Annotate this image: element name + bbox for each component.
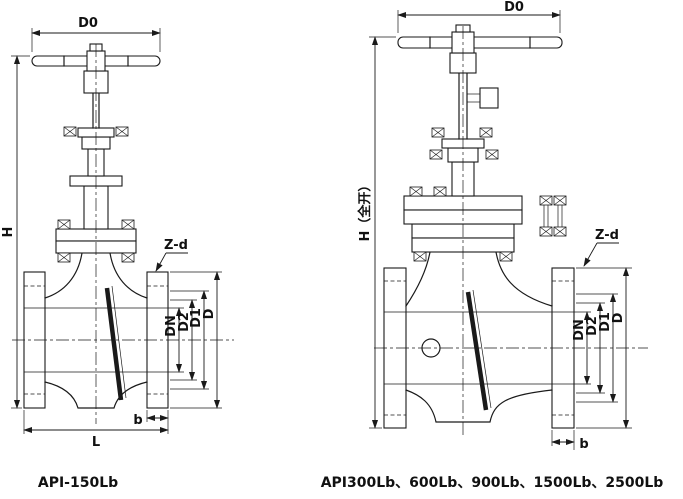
left-valve-dimensions: D0 H DN D2 D1 D Z-d	[1, 16, 222, 450]
left-valve-drawing: D0 H DN D2 D1 D Z-d	[1, 16, 234, 491]
left-dim-b-label: b	[133, 413, 142, 428]
left-dim-d1-label: D1	[189, 308, 204, 328]
left-dim-h-label: H	[1, 227, 16, 238]
right-valve-dimensions: D0 H（全开） DN D2 D1 D Z-d	[357, 0, 632, 452]
gate-disc	[465, 291, 489, 411]
right-dim-h-label: H（全开）	[357, 179, 373, 242]
left-dim-dn-label: DN	[164, 315, 179, 337]
right-valve-drawing: D0 H（全开） DN D2 D1 D Z-d	[321, 0, 664, 491]
left-dim-d-label: D	[202, 308, 217, 319]
right-valve-bonnet	[403, 52, 567, 262]
left-dim-d0-label: D0	[78, 16, 98, 31]
right-dim-d-label: D	[611, 312, 626, 323]
right-dim-d1-label: D1	[598, 312, 613, 332]
left-dim-zd-label: Z-d	[164, 238, 188, 253]
right-dim-d0-label: D0	[504, 0, 524, 15]
right-valve-body	[384, 251, 591, 423]
right-dim-zd-label: Z-d	[595, 228, 619, 243]
left-dim-d2-label: D2	[177, 312, 192, 332]
right-dim-b-label: b	[579, 437, 588, 452]
right-dim-dn-label: DN	[572, 319, 587, 341]
right-valve-handwheel	[397, 24, 563, 54]
left-dim-l-label: L	[92, 435, 100, 450]
gate-disc	[104, 287, 124, 401]
right-dim-d2-label: D2	[585, 316, 600, 336]
right-valve-caption: API300Lb、600Lb、900Lb、1500Lb、2500Lb	[321, 475, 664, 491]
left-valve-caption: API-150Lb	[38, 475, 118, 491]
